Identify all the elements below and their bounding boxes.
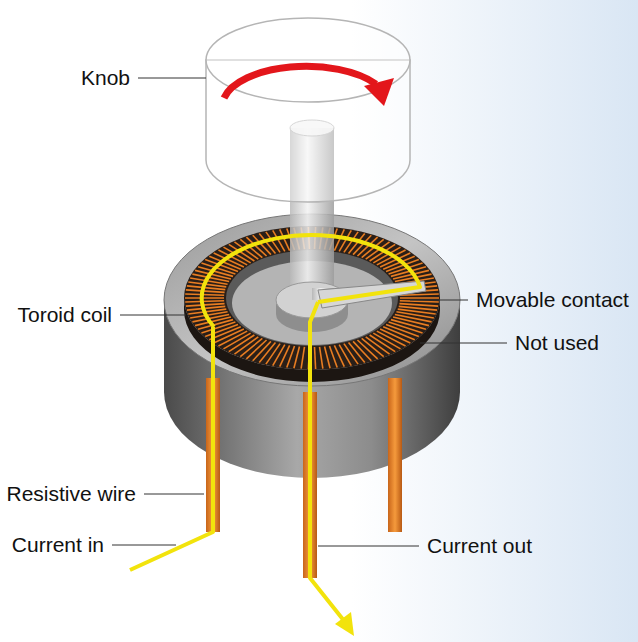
- callout-label: Current out: [427, 534, 532, 558]
- current-in-path: [130, 327, 213, 570]
- terminal-pin: [388, 378, 402, 532]
- winding: [273, 230, 285, 251]
- callout-label: Current in: [12, 533, 104, 557]
- leader-line: [318, 546, 419, 547]
- winding: [399, 304, 438, 307]
- callout-label: Toroid coil: [17, 303, 112, 327]
- callout-label: Not used: [515, 331, 599, 355]
- winding: [280, 345, 290, 366]
- winding: [294, 347, 300, 369]
- current-out-path: [310, 302, 345, 622]
- winding: [325, 347, 331, 369]
- callout-label: Knob: [81, 66, 130, 90]
- callout-label: Movable contact: [476, 288, 629, 312]
- winding: [400, 301, 439, 302]
- winding: [339, 230, 351, 251]
- current-path: [202, 235, 420, 327]
- winding: [186, 290, 225, 293]
- leader-line: [420, 343, 507, 344]
- winding: [273, 345, 285, 366]
- winding: [329, 346, 337, 368]
- winding: [344, 344, 358, 365]
- winding: [187, 306, 225, 310]
- winding: [339, 345, 351, 366]
- winding: [185, 301, 224, 302]
- leader-line: [410, 300, 468, 301]
- winding: [185, 294, 224, 295]
- winding: [320, 347, 323, 369]
- rotation-arrowhead: [364, 78, 394, 106]
- leader-line: [112, 545, 176, 546]
- winding: [186, 304, 225, 307]
- winding: [185, 297, 224, 299]
- leader-lines: [112, 78, 507, 546]
- leader-line: [144, 494, 204, 495]
- winding: [334, 229, 344, 250]
- winding: [396, 312, 433, 318]
- winding: [301, 347, 304, 369]
- callout-label: Resistive wire: [6, 482, 136, 506]
- rotation-arrow: [224, 66, 376, 98]
- winding: [315, 347, 316, 369]
- winding: [400, 297, 439, 299]
- leader-line: [138, 78, 206, 79]
- current-arrowhead: [335, 612, 354, 636]
- leader-line: [120, 315, 186, 316]
